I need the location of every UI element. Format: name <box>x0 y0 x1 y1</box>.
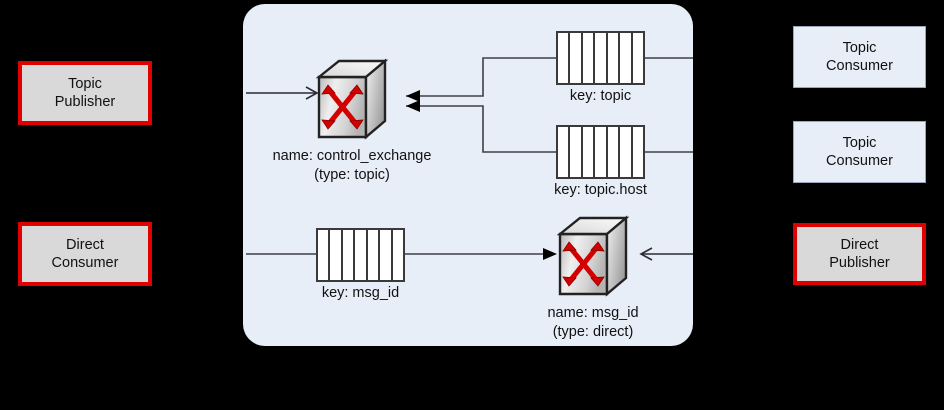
queue-msg-id[interactable]: key: msg_id <box>316 228 405 301</box>
queue-topic-host[interactable]: key: topic.host <box>554 125 647 198</box>
queue-label: key: msg_id <box>321 285 400 301</box>
endpoint-label: Topic Consumer <box>826 39 893 74</box>
endpoint-topic-consumer-2[interactable]: Topic Consumer <box>793 121 926 183</box>
endpoint-topic-consumer-1[interactable]: Topic Consumer <box>793 26 926 88</box>
endpoint-label: Topic Publisher <box>54 75 116 110</box>
exchange-icon <box>556 215 630 297</box>
exchange-name-line: name: msg_id <box>547 305 639 321</box>
endpoint-direct-consumer[interactable]: Direct Consumer <box>18 222 152 286</box>
wire-queue-msg-id-to-exchange <box>405 248 557 260</box>
endpoint-topic-publisher[interactable]: Topic Publisher <box>18 61 152 125</box>
queue-icon <box>556 125 645 179</box>
endpoint-label: Topic Consumer <box>826 134 893 169</box>
queue-label: key: topic <box>569 88 632 104</box>
queue-icon <box>316 228 405 282</box>
exchange-name-line: name: control_exchange <box>272 148 432 164</box>
exchange-control-exchange[interactable]: name: control_exchange (type: topic) <box>273 57 431 183</box>
queue-label: key: topic.host <box>554 182 647 198</box>
wire-queue-topic-host-to-exchange <box>406 100 556 153</box>
endpoint-label: Direct Consumer <box>51 236 119 271</box>
queue-topic[interactable]: key: topic <box>556 31 645 104</box>
exchange-label: name: msg_id (type: direct) <box>547 304 638 342</box>
exchange-icon <box>315 58 389 140</box>
exchange-type-line: (type: topic) <box>314 166 390 183</box>
wire-direct-publisher-to-exchange <box>639 247 693 261</box>
endpoint-label: Direct Publisher <box>829 236 890 271</box>
queue-icon <box>556 31 645 85</box>
exchange-type-line: (type: direct) <box>552 323 634 340</box>
wire-queue-topic-to-exchange <box>406 57 556 102</box>
exchange-label: name: control_exchange (type: topic) <box>273 147 432 185</box>
endpoint-direct-publisher[interactable]: Direct Publisher <box>793 223 926 285</box>
exchange-msg-id[interactable]: name: msg_id (type: direct) <box>547 214 639 340</box>
wire-topic-publisher-to-exchange <box>246 86 319 100</box>
